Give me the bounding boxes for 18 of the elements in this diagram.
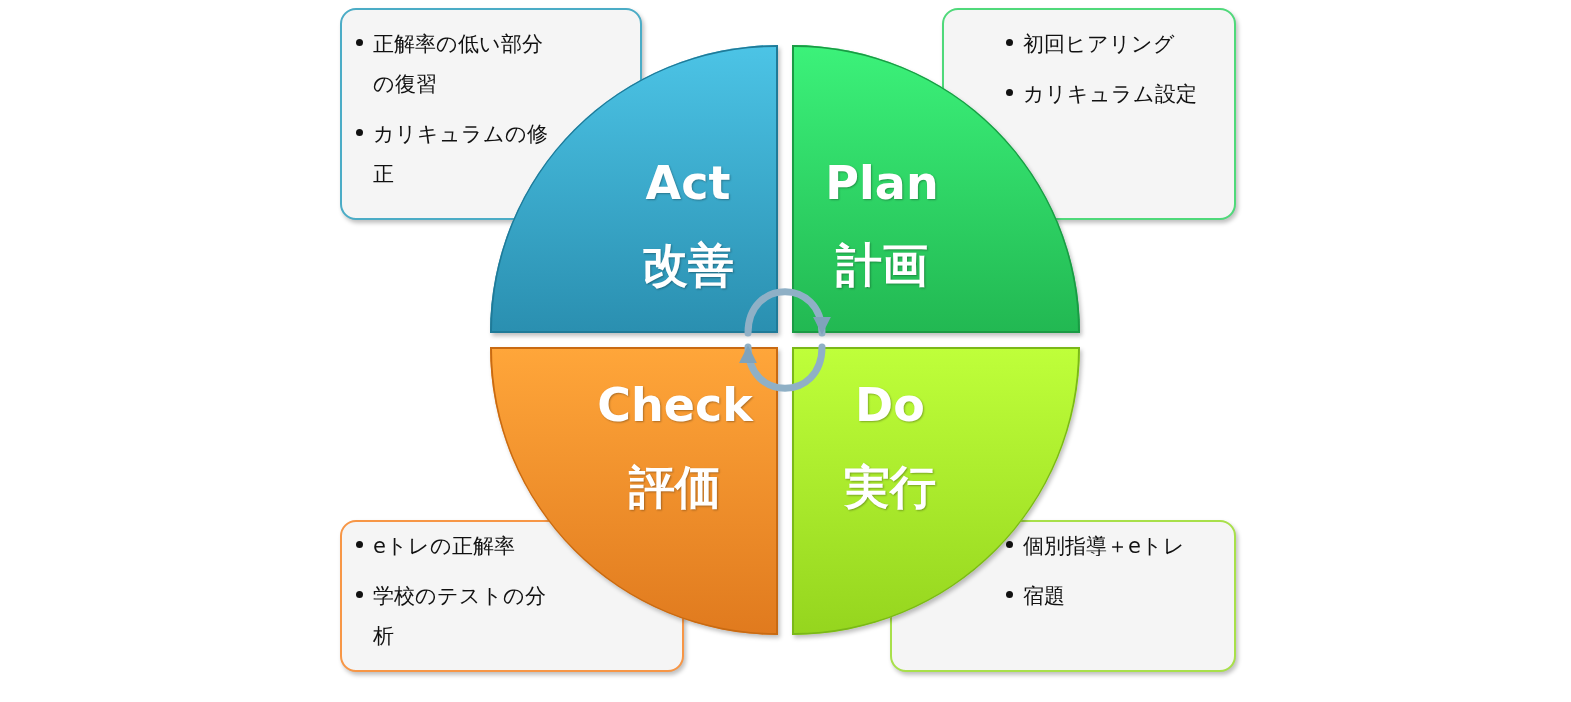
phase-subtitle: 評価 [629,459,721,515]
bullet-text: 初回ヒアリング [1023,31,1175,58]
phase-title: Check [597,377,753,433]
phase-title: Do [855,377,925,433]
bullet-text: 個別指導＋eトレ [1023,533,1185,560]
phase-subtitle: 改善 [642,237,734,293]
bullet-text: 宿題 [1023,583,1065,610]
cycle-arrow [744,288,830,337]
phase-title: Act [645,155,731,211]
bullet-text: eトレの正解率 [373,533,515,560]
cycle-arrow [740,343,826,392]
phase-subtitle: 実行 [844,459,936,515]
phase-subtitle: 計画 [836,237,928,293]
bullet-text: 正解率の低い部分の復習 [373,31,544,98]
phase-title: Plan [825,155,939,211]
bullet-text: 学校のテストの分析 [373,583,547,650]
bullet-text: カリキュラムの修正 [373,121,549,188]
bullet-text: カリキュラム設定 [1023,81,1197,108]
